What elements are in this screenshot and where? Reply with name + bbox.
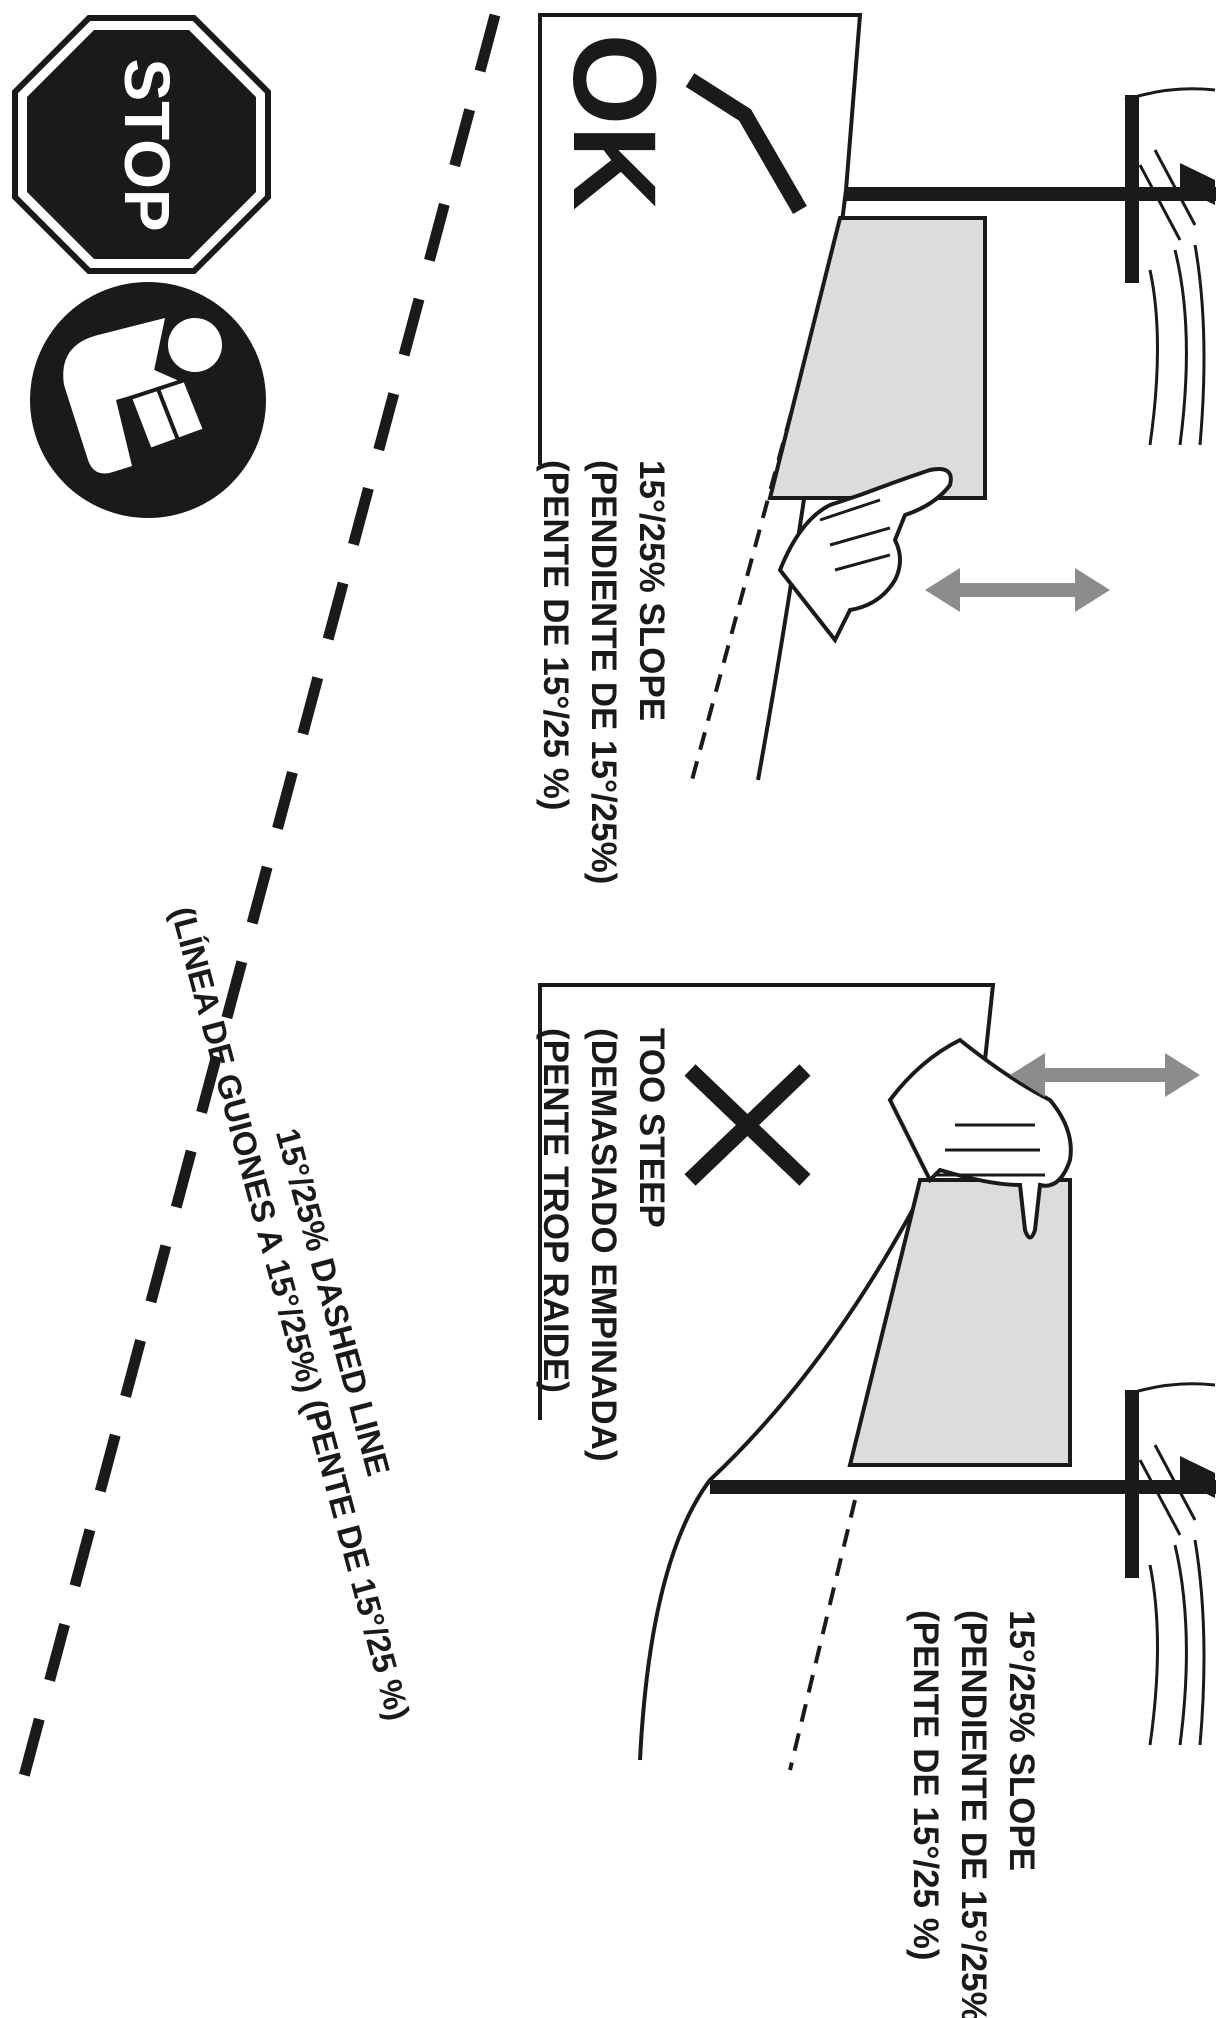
check-mark-icon [685, 73, 807, 215]
steep-slope-label: (PENTE DE 15°/25 %) [906, 1610, 945, 1961]
dashed-line-label: (LÍNEA DE GUIONES A 15°/25%) (PENTE DE 1… [164, 903, 417, 1725]
dashed-line-caption: 15°/25% DASHED LINE (LÍNEA DE GUIONES A … [164, 903, 417, 1725]
stop-label: STOP [111, 58, 183, 231]
too-steep-label: (PENTE TROP RAIDE) [536, 1028, 575, 1393]
too-steep-label: TOO STEEP [632, 1028, 671, 1228]
ok-slope-label: (PENDIENTE DE 15°/25%) [584, 460, 623, 884]
double-arrow-icon [925, 568, 1110, 612]
read-manual-icon [30, 282, 266, 518]
double-arrow-icon [1010, 1053, 1200, 1097]
ok-slope-label: 15°/25% SLOPE [632, 460, 671, 721]
too-steep-panel: TOO STEEP (DEMASIADO EMPINADA) (PENTE TR… [536, 983, 1216, 2018]
steep-slope-label: 15°/25% SLOPE [1002, 1610, 1041, 1871]
ok-panel: OK 15°/25% SLOPE (PENDIENTE DE 15°/25%) … [536, 13, 1216, 884]
too-steep-label: (DEMASIADO EMPINADA) [584, 1028, 623, 1462]
ok-slope-label: (PENTE DE 15°/25 %) [536, 460, 575, 811]
dashed-slope-line [9, 13, 501, 1812]
cross-mark-icon [684, 1064, 811, 1186]
stop-sign-icon: STOP [12, 15, 271, 274]
ok-label: OK [548, 34, 680, 211]
steep-slope-label: (PENDIENTE DE 15°/25%) [954, 1610, 993, 2018]
